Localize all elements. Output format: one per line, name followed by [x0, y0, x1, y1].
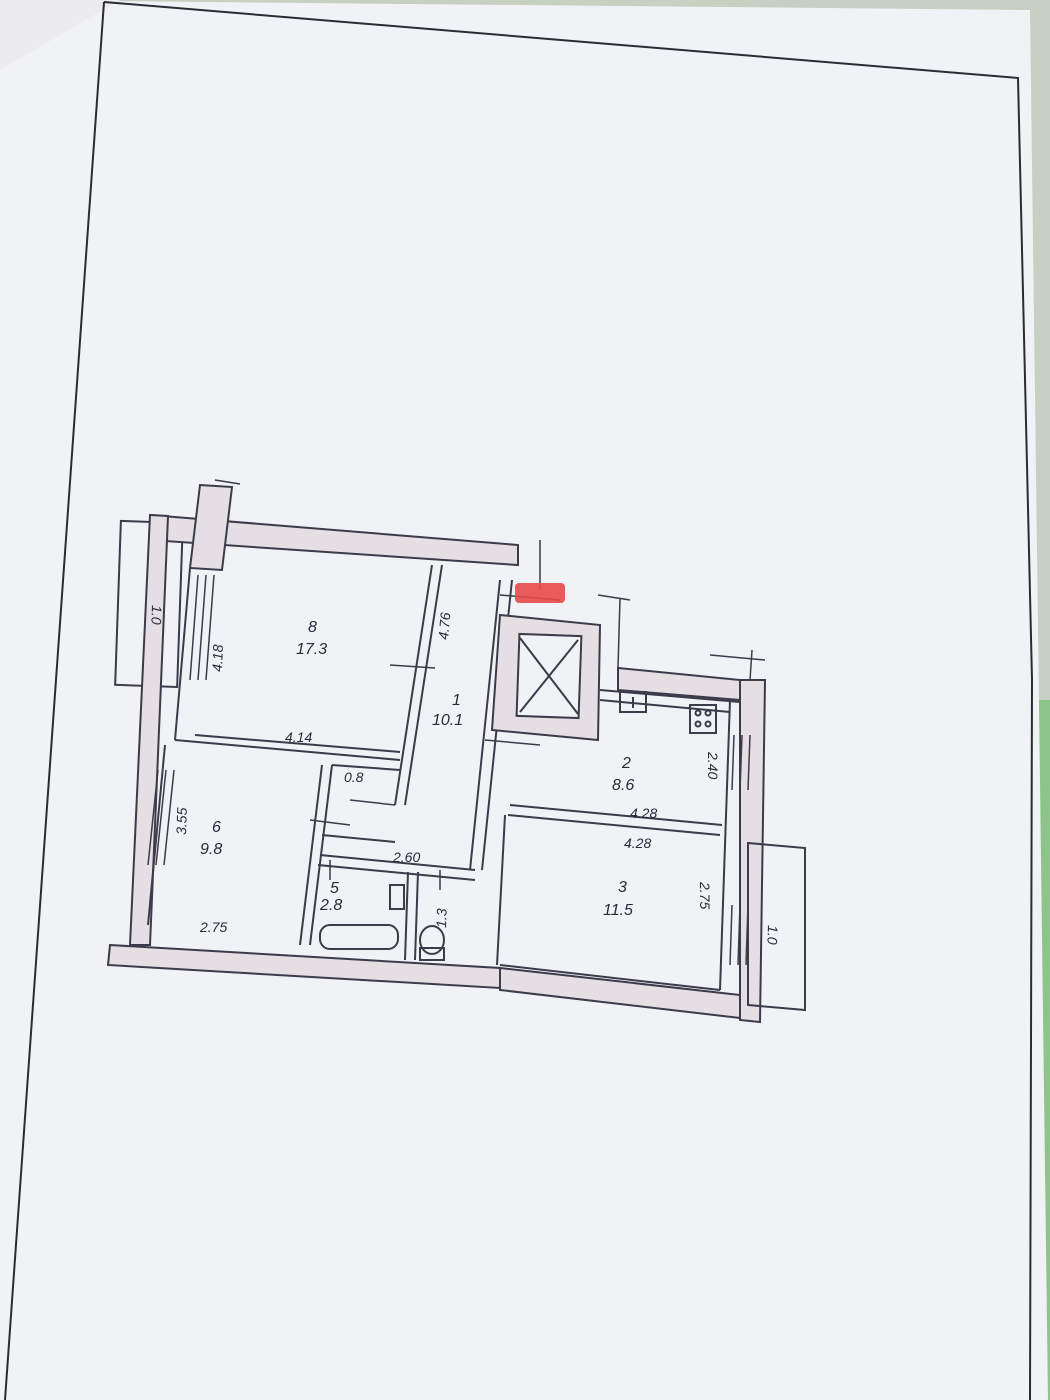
dim-closet-width: 0.8 [344, 769, 364, 785]
door-marks [214, 479, 766, 890]
room-2-number: 2 [621, 755, 631, 772]
redaction-mark [515, 583, 565, 603]
room-8-number: 8 [308, 619, 317, 636]
dim-room3-depth: 2.75 [697, 881, 713, 909]
room-6-area: 9.8 [200, 841, 222, 858]
room-1-area: 10.1 [432, 712, 463, 729]
room-2-area: 8.6 [612, 777, 634, 794]
dim-wc-area: 1.3 [433, 908, 450, 928]
page-border [103, 1, 1034, 1400]
floor-plan [106, 479, 806, 1024]
dim-corridor-width: 2.60 [392, 849, 420, 865]
dim-balcony-right: 1.0 [764, 925, 781, 945]
balcony-right [747, 841, 806, 1012]
room-5-number: 5 [330, 880, 339, 897]
room-3-number: 3 [618, 879, 627, 896]
dim-room2-depth: 2.40 [705, 751, 721, 779]
bathtub-icon [319, 924, 399, 950]
room-5-area: 2.8 [319, 897, 342, 914]
dim-room6-width: 2.75 [199, 919, 227, 935]
room-1-number: 1 [452, 692, 461, 709]
sink-icon [619, 691, 647, 713]
dimension-labels: 4.14 2.75 2.60 0.8 4.28 4.28 4.18 4.76 3… [148, 605, 781, 945]
dim-room6-depth: 3.55 [173, 807, 190, 835]
room-8-area: 17.3 [296, 641, 327, 658]
stove-icon [689, 704, 717, 734]
dim-room2-width: 4.28 [630, 805, 657, 821]
dim-balcony-left: 1.0 [148, 605, 165, 625]
room-6-number: 6 [212, 819, 221, 836]
dim-room1-depth: 4.76 [435, 612, 453, 641]
windows [147, 574, 751, 966]
room-labels: 8 17.3 1 10.1 6 9.8 5 2.8 2 8.6 3 11.5 [200, 619, 634, 919]
dim-room8-width: 4.14 [285, 729, 312, 745]
toilet-icon [419, 925, 445, 955]
room-3-area: 11.5 [603, 902, 633, 919]
dim-room3-width: 4.28 [624, 835, 651, 851]
dim-room8-depth: 4.18 [209, 644, 226, 672]
